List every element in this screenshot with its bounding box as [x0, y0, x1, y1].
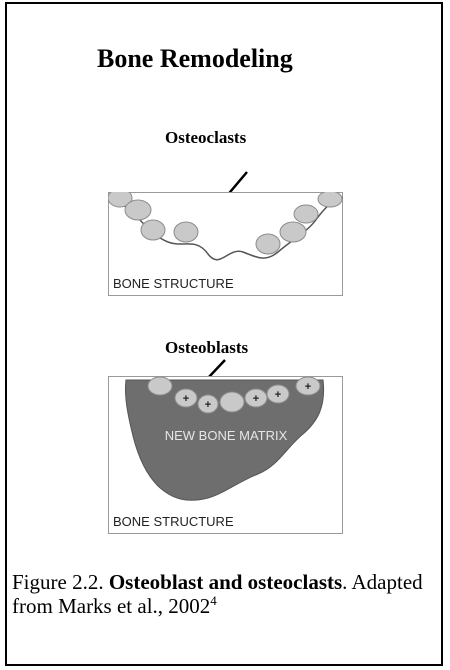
caption-prefix: Figure 2.2. — [12, 570, 109, 594]
bone-structure-label: BONE STRUCTURE — [113, 276, 234, 291]
osteoblasts-label: Osteoblasts — [165, 338, 248, 358]
osteoclast-cell — [280, 222, 306, 242]
caption-bold: Osteoblast and osteoclasts — [109, 570, 342, 594]
osteoclast-cell — [294, 205, 318, 223]
caption-reference: 4 — [210, 593, 217, 608]
bone-structure-label: BONE STRUCTURE — [113, 514, 234, 529]
osteoclast-cell — [174, 222, 198, 242]
cell-marker: + — [305, 381, 311, 393]
osteoclast-cell — [318, 192, 342, 207]
osteoclast-cell — [141, 220, 165, 240]
new-bone-matrix-label: NEW BONE MATRIX — [165, 428, 288, 443]
osteoclast-cell — [256, 234, 280, 254]
osteoclast-panel: BONE STRUCTURE — [108, 192, 343, 296]
cell-marker: + — [205, 399, 211, 411]
osteoclast-cell — [125, 200, 151, 220]
figure-caption: Figure 2.2. Osteoblast and osteoclasts. … — [12, 570, 432, 618]
cell-marker: + — [183, 393, 189, 405]
cell-marker: + — [253, 393, 259, 405]
osteoblast-panel: + + + + + NEW BONE MATRIX BONE STRUCTURE — [108, 376, 343, 534]
osteoblast-cell — [220, 392, 244, 412]
cell-marker: + — [275, 389, 281, 401]
osteoblast-cell — [148, 377, 172, 395]
